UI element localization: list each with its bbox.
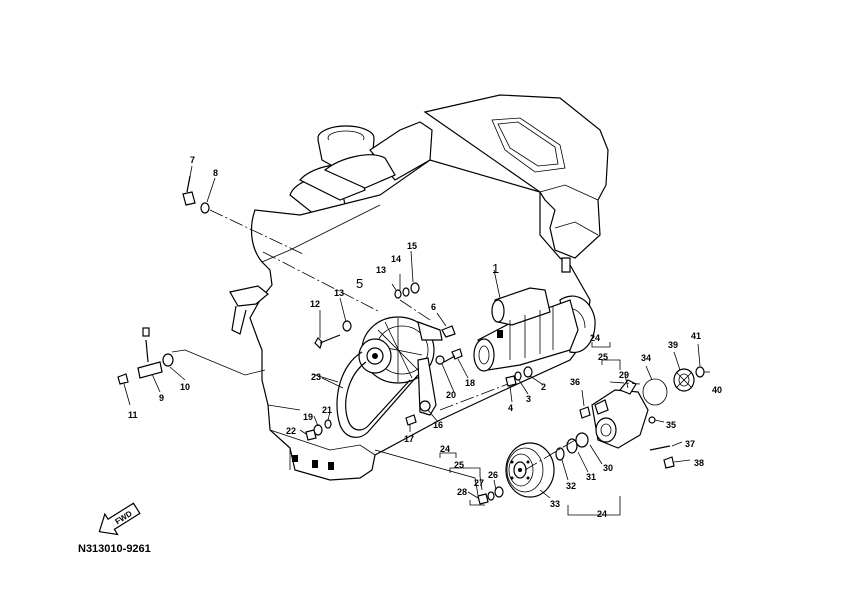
label-13b: 13: [334, 288, 344, 298]
label-16: 16: [433, 420, 443, 430]
label-3: 3: [526, 394, 531, 404]
fwd-arrow: FWD: [98, 502, 141, 536]
label-15: 15: [407, 241, 417, 251]
label-24b: 24: [440, 444, 450, 454]
label-26: 26: [488, 470, 498, 480]
crank-pulley: [505, 442, 555, 498]
label-33: 33: [550, 499, 560, 509]
label-20: 20: [446, 390, 456, 400]
label-23: 23: [311, 372, 321, 382]
label-32: 32: [566, 481, 576, 491]
v-belt: [336, 351, 419, 438]
label-17: 17: [404, 434, 414, 444]
label-35: 35: [666, 420, 676, 430]
label-14: 14: [391, 254, 401, 264]
starter-motor: [473, 287, 579, 372]
label-5: 5: [356, 276, 363, 291]
part-labels: 7 8 15 14 13 5 1 12 13 6 9 10 11 23 18 2…: [128, 155, 722, 519]
label-18: 18: [465, 378, 475, 388]
label-24a: 24: [590, 333, 600, 343]
label-22: 22: [286, 426, 296, 436]
label-8: 8: [213, 168, 218, 178]
reference-code: N313010-9261: [78, 543, 151, 555]
pump-housing: [591, 379, 649, 449]
adjuster-bracket: [417, 357, 437, 416]
label-19: 19: [303, 412, 313, 422]
label-34: 34: [641, 353, 651, 363]
label-39: 39: [668, 340, 678, 350]
label-40: 40: [712, 385, 722, 395]
label-2: 2: [541, 382, 546, 392]
alternator: [358, 316, 443, 384]
label-28: 28: [457, 487, 467, 497]
label-31: 31: [586, 472, 596, 482]
label-21: 21: [322, 405, 332, 415]
label-10: 10: [180, 382, 190, 392]
engine-block: [229, 94, 609, 481]
label-7: 7: [190, 155, 195, 165]
label-13a: 13: [376, 265, 386, 275]
label-6: 6: [431, 302, 436, 312]
label-41: 41: [691, 331, 701, 341]
label-25a: 25: [598, 352, 608, 362]
label-12: 12: [310, 299, 320, 309]
label-9: 9: [159, 393, 164, 403]
label-11: 11: [128, 410, 138, 420]
label-4: 4: [508, 403, 513, 413]
label-36: 36: [570, 377, 580, 387]
label-29: 29: [619, 370, 629, 380]
o-ring-and-gear: [642, 368, 695, 406]
label-1: 1: [492, 261, 499, 276]
label-24c: 24: [597, 509, 607, 519]
leader-lines: [123, 165, 710, 516]
label-30: 30: [603, 463, 613, 473]
label-27: 27: [474, 478, 484, 488]
label-37: 37: [685, 439, 695, 449]
label-38: 38: [694, 458, 704, 468]
label-25b: 25: [454, 460, 464, 470]
fasteners: [117, 175, 705, 505]
